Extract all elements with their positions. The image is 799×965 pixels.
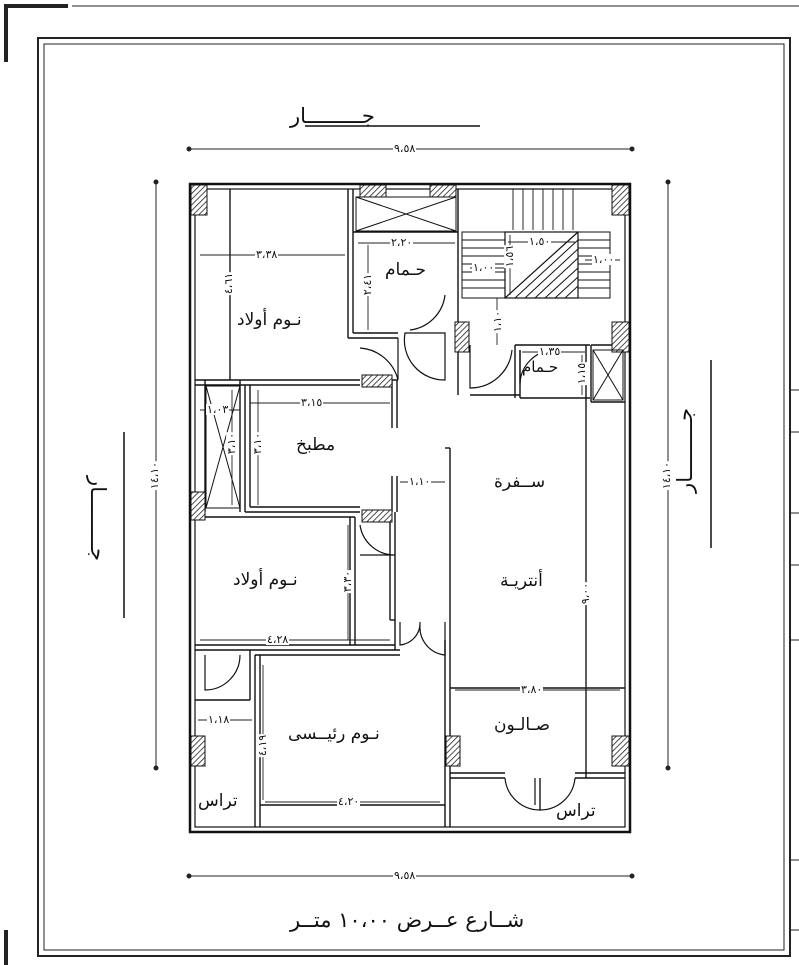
dim-shaft-depth: ٣،١٠ bbox=[225, 431, 239, 456]
neighbor-markers bbox=[123, 125, 712, 618]
dim-master-width: ٤،٢٠ bbox=[337, 795, 361, 808]
light-shafts bbox=[205, 196, 624, 509]
dim-bath1-width: ٢،٢٠ bbox=[390, 236, 414, 249]
structural-columns bbox=[190, 184, 630, 767]
dim-kids2-depth: ٣،٣٠ bbox=[341, 569, 355, 594]
dim-total-width-top: ٩،٥٨ bbox=[393, 142, 417, 155]
neighbor-left-label: جـــــــــار bbox=[85, 476, 110, 561]
dim-kids2-width: ٤،٢٨ bbox=[266, 633, 290, 646]
room-label-bathroom-2: حـمام bbox=[522, 358, 559, 376]
dim-stair-depth: ١،٥٦ bbox=[503, 244, 517, 269]
room-label-dining: ســفرة bbox=[494, 472, 546, 492]
dim-kids1-depth: ٤،٦١ bbox=[222, 271, 236, 296]
dim-corridor-width: ١،١٠ bbox=[408, 475, 432, 488]
dim-total-depth-right: ١٤،١٠ bbox=[660, 460, 674, 491]
dim-shaft-width: ١،٠٣ bbox=[206, 403, 230, 416]
dim-salon-width: ٣،٨٠ bbox=[520, 683, 544, 696]
room-label-terrace-1: تراس bbox=[198, 791, 238, 811]
dim-stair-landing: ١،٠٠ bbox=[472, 261, 496, 274]
room-label-kids-bedroom-1: نـوم أولاد bbox=[237, 310, 302, 330]
neighbor-right-label: جـــــــــار bbox=[672, 408, 697, 493]
room-label-terrace-2: تراس bbox=[556, 801, 596, 821]
interior-dimension-lines bbox=[198, 200, 620, 803]
dim-stair-side: ١،٠٠ bbox=[592, 253, 616, 266]
neighbor-top-label: جـــــــــار bbox=[290, 104, 375, 128]
staircase bbox=[461, 189, 611, 299]
room-label-salon: صـالـون bbox=[494, 715, 551, 735]
dim-kitchen-depth: ٣،١٠ bbox=[251, 431, 265, 456]
dim-master-depth: ٤،١٩ bbox=[256, 733, 270, 758]
dim-total-width-bottom: ٩،٥٨ bbox=[393, 869, 417, 882]
dim-lobby-depth: ١،١٠ bbox=[491, 309, 505, 334]
dim-total-depth-left: ١٤،١٠ bbox=[148, 460, 162, 491]
room-label-bathroom-1: حـمام bbox=[385, 260, 427, 280]
door-swings bbox=[204, 294, 576, 811]
room-label-master-bedroom: نـوم رئيــسى bbox=[288, 724, 380, 744]
dim-hall-depth: ٩،٠٠ bbox=[579, 581, 593, 606]
dim-stair-width: ١،٥٠ bbox=[528, 235, 552, 248]
room-label-kitchen: مطبخ bbox=[296, 435, 336, 455]
room-label-kids-bedroom-2: نـوم أولاد bbox=[233, 570, 298, 590]
dim-terrace-width: ١،١٨ bbox=[207, 713, 231, 726]
dim-kids1-width: ٣،٣٨ bbox=[255, 248, 279, 261]
dim-bath1-depth: ٢،٤١ bbox=[361, 272, 375, 297]
dim-kitchen-width: ٣،١٥ bbox=[300, 396, 324, 409]
sheet-frame bbox=[4, 4, 799, 965]
dim-bath2-width: ١،٣٥ bbox=[538, 345, 562, 358]
interior-walls bbox=[195, 189, 625, 827]
room-label-antre: أنتريـة bbox=[500, 571, 543, 591]
dim-bath2-depth: ١،١٥ bbox=[575, 361, 589, 386]
street-label: شــارع عــرض ١٠،٠٠ متــر bbox=[290, 908, 525, 932]
